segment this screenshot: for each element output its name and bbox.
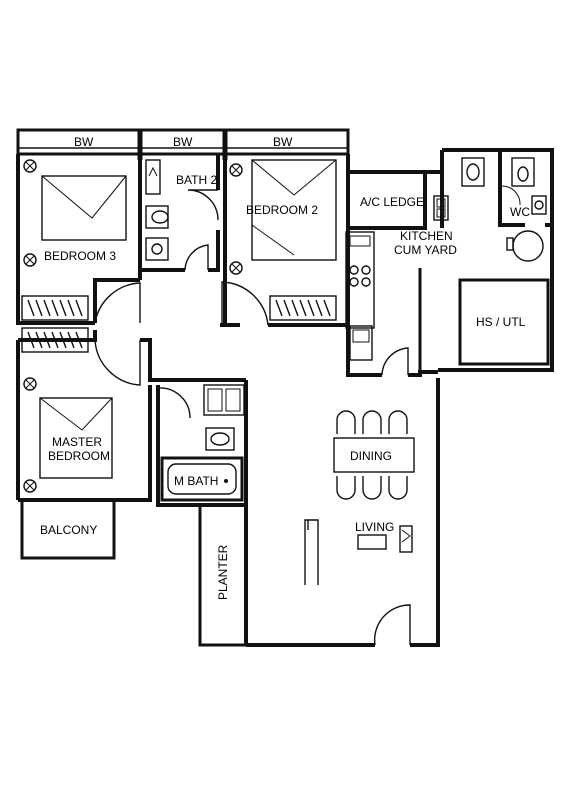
wardrobe-bedroom2 — [269, 295, 337, 321]
dining-set — [333, 410, 415, 500]
bath2-label: BATH 2 — [176, 173, 217, 187]
balcony-label: BALCONY — [40, 523, 97, 537]
wc-fixtures — [461, 157, 547, 215]
planter — [198, 503, 248, 647]
bay-window-label-2: BW — [173, 135, 193, 149]
bay-window-label-3: BW — [273, 135, 293, 149]
living-furniture — [304, 519, 413, 585]
bed-master — [23, 377, 113, 493]
m-bath-fixtures — [160, 384, 245, 502]
living-label: LIVING — [355, 520, 394, 534]
wc-label: WC — [510, 205, 530, 219]
planter-label: PLANTER — [216, 544, 230, 600]
master-bedroom-label-2: BEDROOM — [48, 449, 110, 463]
wardrobe-bedroom3 — [21, 295, 89, 321]
kitchen-appliance — [433, 195, 449, 221]
master-bedroom-label-1: MASTER — [52, 435, 102, 449]
kitchen-label-1: KITCHEN — [400, 229, 453, 243]
bedroom2-label: BEDROOM 2 — [246, 203, 318, 217]
bed-bedroom2 — [229, 159, 337, 275]
kitchen-counter — [345, 231, 375, 361]
bath2-fixtures — [145, 159, 169, 261]
bedroom3-label: BEDROOM 3 — [44, 249, 116, 263]
kitchen-label-2: CUM YARD — [394, 243, 457, 257]
m-bath-label: M BATH — [174, 474, 218, 488]
hs-utl-label: HS / UTL — [476, 315, 526, 329]
bay-window-label-1: BW — [74, 135, 94, 149]
doors — [94, 189, 411, 646]
bed-bedroom3 — [23, 159, 127, 267]
wardrobe-master — [21, 327, 89, 353]
washing-machine — [506, 230, 544, 262]
balcony — [20, 498, 116, 560]
ac-ledge-label: A/C LEDGE — [360, 195, 424, 209]
dining-label: DINING — [350, 449, 392, 463]
